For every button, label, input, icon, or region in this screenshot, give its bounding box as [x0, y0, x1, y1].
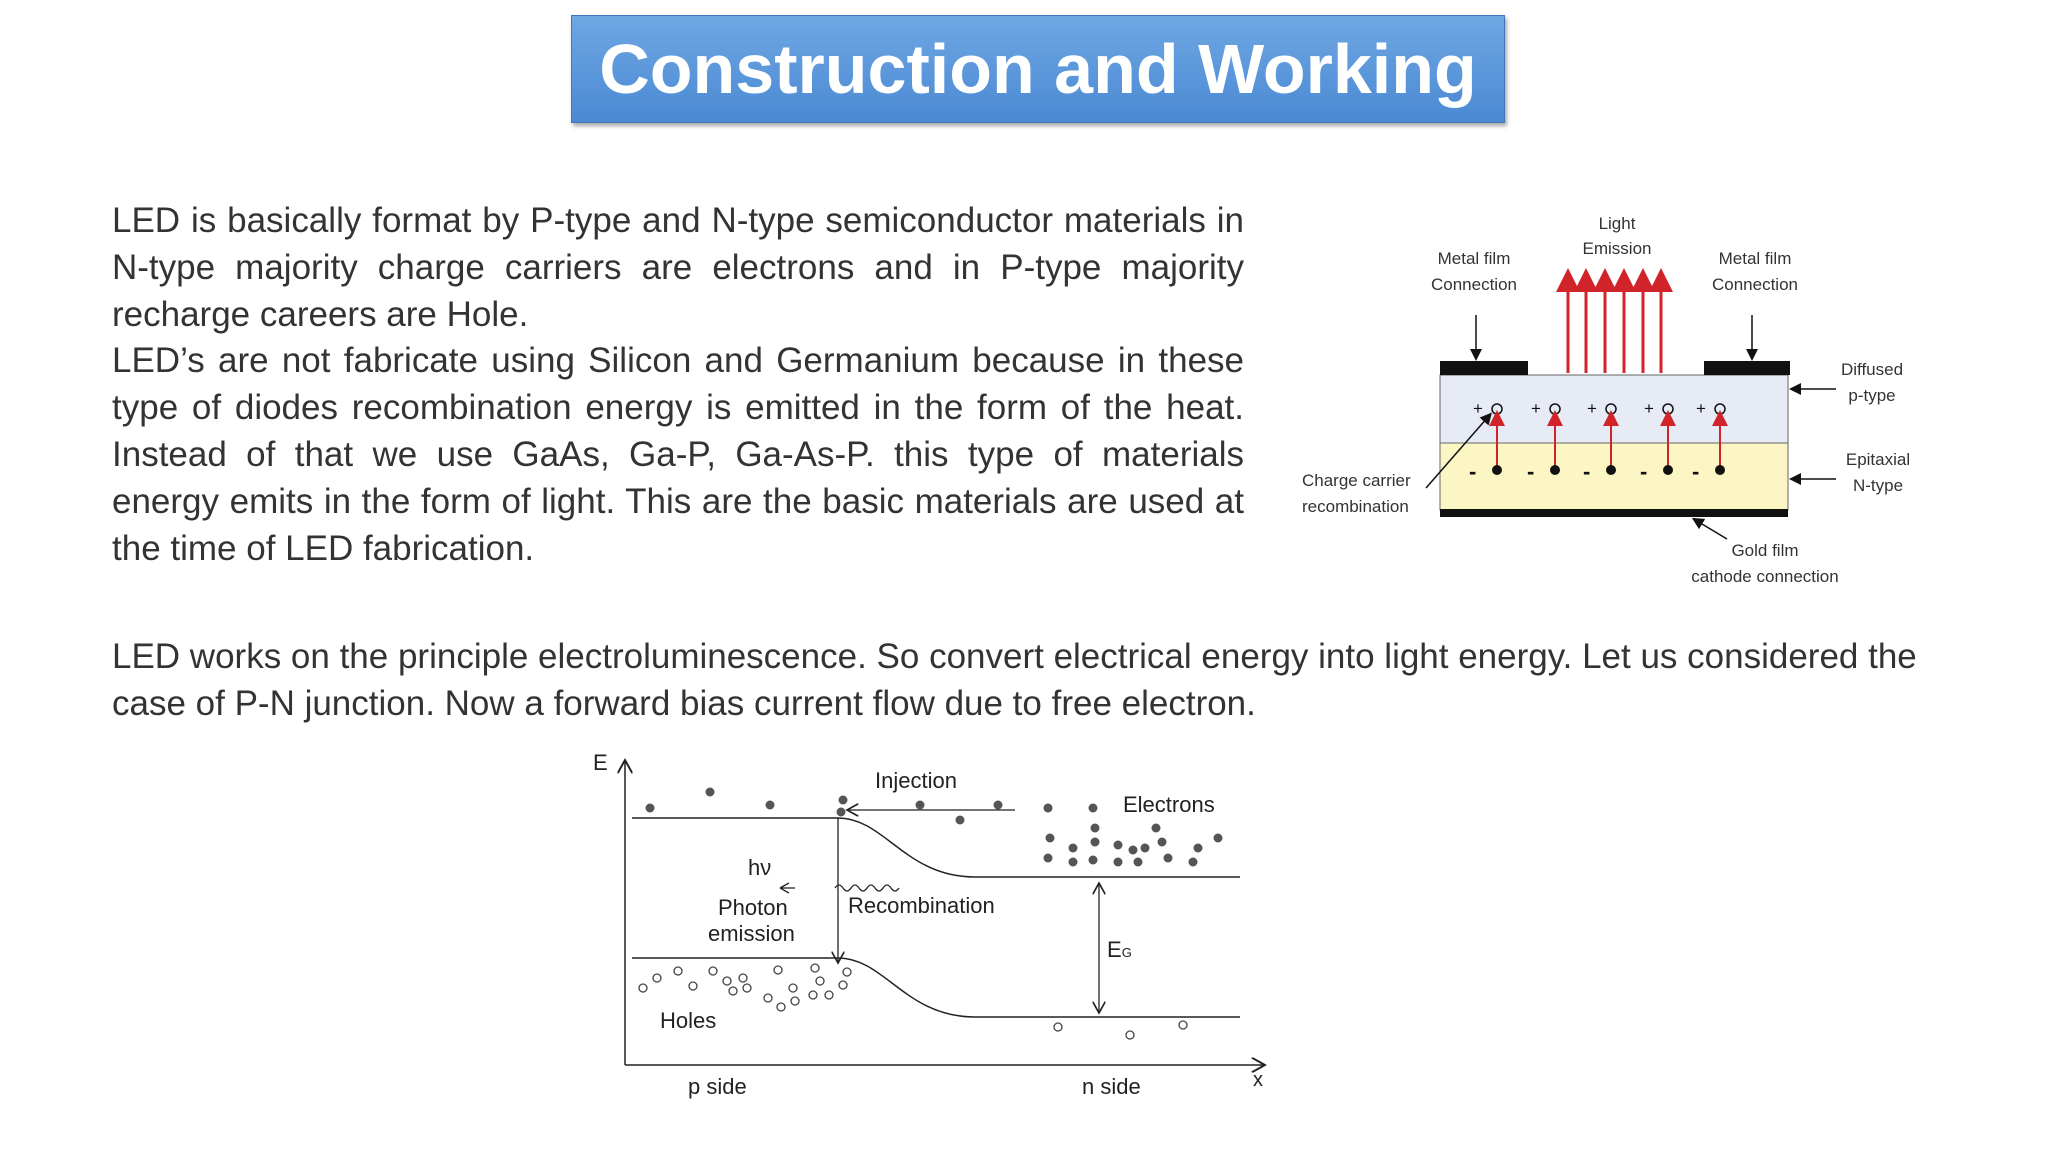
metal-contact-left [1440, 361, 1528, 375]
photon-emission-label: Photon [718, 895, 788, 920]
svg-text:+: + [1531, 399, 1541, 418]
recombination-label: Recombination [848, 893, 995, 918]
electron-dots [645, 787, 1223, 867]
svg-text:+: + [1644, 399, 1654, 418]
svg-text:-: - [1527, 459, 1534, 484]
svg-text:-: - [1583, 459, 1590, 484]
metal-right-label: Connection [1712, 275, 1798, 294]
x-axis-label: x [1253, 1069, 1263, 1091]
carrier-pair: + - [1692, 399, 1728, 484]
band-gap-label: EG [1107, 937, 1132, 962]
carrier-pair: + - [1583, 399, 1619, 484]
holes-label: Holes [660, 1008, 716, 1033]
carrier-pair: + - [1527, 399, 1563, 484]
recombination-pointer [1425, 412, 1492, 489]
metal-right-label: Metal film [1719, 249, 1792, 268]
e-axis-label: E [593, 750, 608, 775]
injection-label: Injection [875, 768, 957, 793]
n-side-label: n side [1082, 1074, 1141, 1099]
paragraph-materials: LED’s are not fabricate using Silicon an… [112, 341, 1244, 568]
p-side-label: p side [688, 1074, 747, 1099]
principle-paragraph: LED works on the principle electrolumine… [112, 637, 1917, 723]
conduction-band [632, 817, 1240, 878]
svg-text:+: + [1473, 399, 1483, 418]
valence-band [632, 957, 1240, 1018]
page-title: Construction and Working [599, 30, 1477, 108]
led-structure-diagram: + - + - + - + - + [1302, 214, 1910, 586]
photon-emission-label: emission [708, 921, 795, 946]
title-banner: Construction and Working [571, 15, 1505, 123]
hole-circles [638, 963, 1188, 1040]
diffused-label: p-type [1848, 386, 1895, 405]
carrier-pair: + - [1640, 399, 1676, 484]
hv-label: hν [748, 855, 771, 880]
gold-film-label: cathode connection [1691, 567, 1838, 586]
electrons-label: Electrons [1123, 792, 1215, 817]
intro-paragraph: LED is basically format by P-type and N-… [112, 198, 1244, 572]
photon-wave [834, 884, 900, 892]
paragraph-semiconductor: LED is basically format by P-type and N-… [112, 201, 1244, 334]
carrier-pair: + - [1469, 399, 1505, 484]
gold-film-pointer [1691, 517, 1728, 540]
light-emission-label: Emission [1583, 239, 1652, 258]
light-emission-label: Light [1599, 214, 1636, 233]
svg-text:-: - [1692, 459, 1699, 484]
recombination-label: Charge carrier [1302, 471, 1411, 490]
recombination-label: recombination [1302, 497, 1409, 516]
band-diagram: E x Injection Electrons hν Ph [593, 750, 1285, 1099]
n-type-layer [1439, 442, 1789, 511]
svg-text:+: + [1696, 399, 1706, 418]
epitaxial-label: N-type [1853, 476, 1903, 495]
metal-contact-right [1704, 361, 1790, 375]
metal-left-label: Metal film [1438, 249, 1511, 268]
gold-film [1440, 509, 1788, 517]
diffused-label: Diffused [1841, 360, 1903, 379]
svg-text:-: - [1469, 459, 1476, 484]
metal-left-label: Connection [1431, 275, 1517, 294]
svg-text:+: + [1587, 399, 1597, 418]
gold-film-label: Gold film [1731, 541, 1798, 560]
light-emission-arrows [1556, 268, 1673, 373]
epitaxial-label: Epitaxial [1846, 450, 1910, 469]
photon-arrowhead [779, 882, 795, 894]
carrier-pairs: + - + - + - + - + [1469, 399, 1728, 484]
svg-text:-: - [1640, 459, 1647, 484]
